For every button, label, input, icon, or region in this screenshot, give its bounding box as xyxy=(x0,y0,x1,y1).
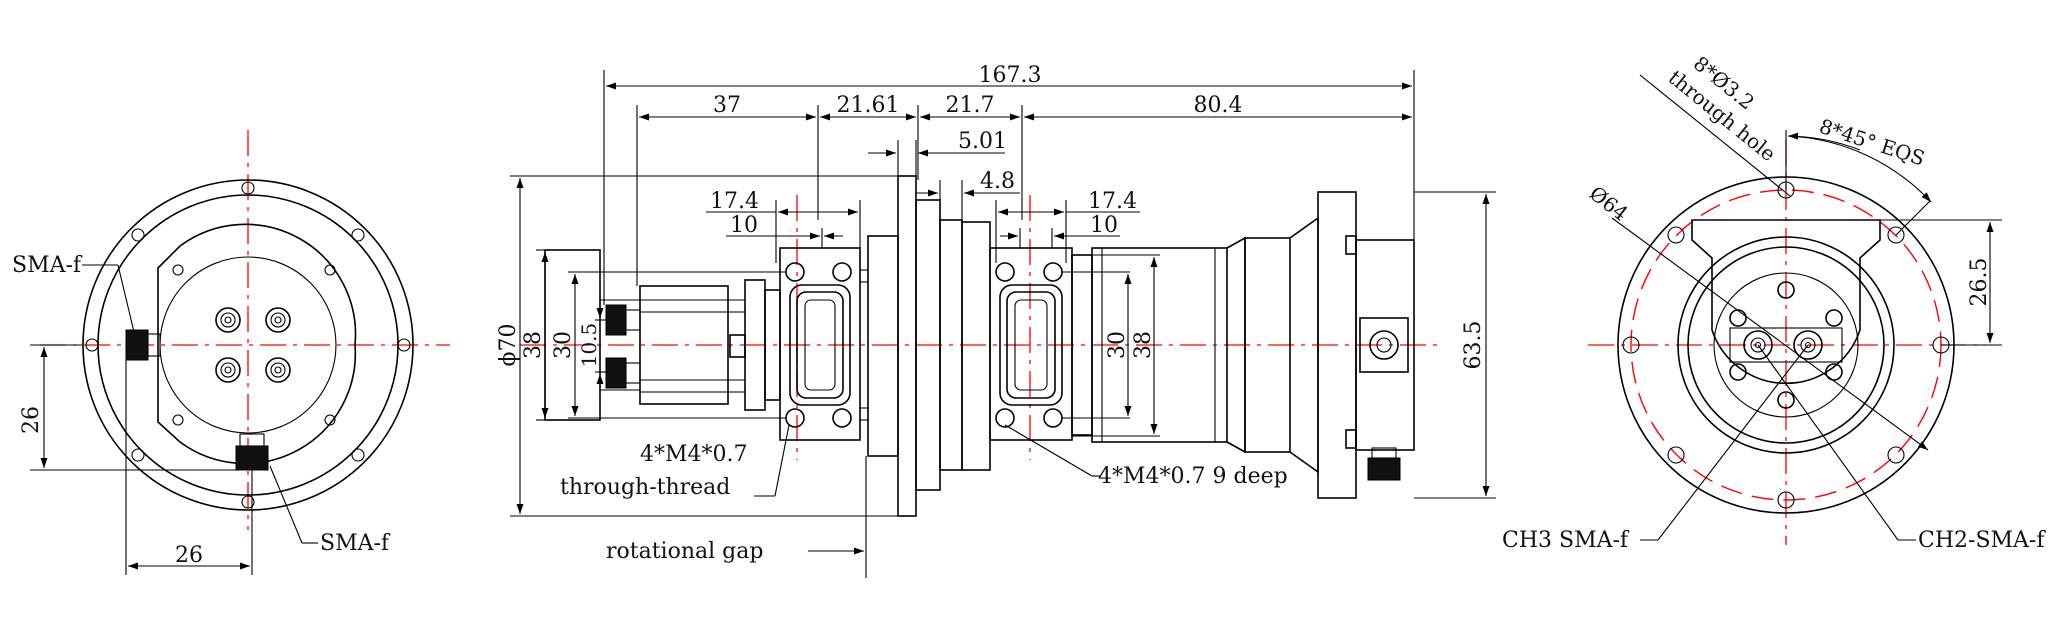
dimension-17-4-right: 17.4 10 xyxy=(995,189,1140,263)
leader-holes: 8*Ø3.2 through hole xyxy=(1639,51,1791,197)
dimension-phi70: ϕ70 xyxy=(496,175,898,517)
dim-horizontal-26-text: 26 xyxy=(175,543,203,568)
dim-vertical-26-text: 26 xyxy=(19,406,44,434)
dim-38-left-text: 38 xyxy=(521,331,546,359)
dimension-5-01: 5.01 xyxy=(868,129,1007,176)
dimension-63-5: 63.5 xyxy=(1414,191,1496,499)
channel-leaders: CH3 SMA-f CH2-SMA-f xyxy=(1502,344,2046,553)
dimension-horizontal-26: 26 xyxy=(125,360,253,575)
dim-10-5-text: 10.5 xyxy=(577,323,601,368)
note-thread-2: through-thread xyxy=(560,475,730,500)
dim-26-5-text: 26.5 xyxy=(1967,258,1992,307)
dim-phi70-text: ϕ70 xyxy=(496,324,521,367)
note-rotational-gap: rotational gap xyxy=(606,539,763,564)
note-thread-deep: 4*M4*0.7 9 deep xyxy=(1098,464,1288,489)
ch2-label: CH2-SMA-f xyxy=(1918,528,2046,553)
right-sma-connector xyxy=(1367,447,1401,481)
dim-30-left-text: 30 xyxy=(551,331,576,359)
note-thread-1: 4*M4*0.7 xyxy=(640,442,748,467)
dimension-167-3: 167.3 xyxy=(603,63,1415,305)
dim-38-right-text: 38 xyxy=(1131,331,1156,359)
left-end-view: SMA-f SMA-f 26 26 xyxy=(12,130,450,575)
dim-21-61-text: 21.61 xyxy=(837,93,900,118)
dim-4-8-text: 4.8 xyxy=(980,169,1015,194)
dimension-26-5: 26.5 xyxy=(1880,219,2002,346)
mounting-holes xyxy=(85,181,411,509)
dim-17-4-left-text: 17.4 xyxy=(710,189,759,214)
left-sma-pair xyxy=(605,304,641,389)
dimension-vertical-26: 26 xyxy=(19,344,236,471)
angle-dimension: 8*45° EQS xyxy=(1785,114,1932,236)
diameter-dimension: Ø64 xyxy=(1585,181,1929,451)
angle-label: 8*45° EQS xyxy=(1816,114,1927,171)
dim-21-7-text: 21.7 xyxy=(946,93,995,118)
dim-17-4-right-text: 17.4 xyxy=(1088,189,1137,214)
dim-63-5-text: 63.5 xyxy=(1461,321,1486,370)
dimension-10-5: 10.5 xyxy=(577,296,606,396)
dimension-30-left: 30 xyxy=(551,271,786,419)
dimension-4-8: 4.8 xyxy=(915,169,1020,220)
inner-holes xyxy=(1729,281,1843,409)
dimension-38-left: 38 xyxy=(521,249,549,421)
dia-label: Ø64 xyxy=(1585,181,1633,226)
dim-30-right-text: 30 xyxy=(1105,331,1130,359)
side-view: 167.3 37 21.61 21.7 80.4 5.01 xyxy=(496,63,1496,578)
sma-connector-bottom xyxy=(235,433,269,471)
dimension-30-38-right: 30 38 xyxy=(1062,254,1160,437)
dim-167-3-text: 167.3 xyxy=(979,63,1042,88)
dim-37-text: 37 xyxy=(713,93,741,118)
ch-connectors xyxy=(1729,327,1843,363)
ch3-label: CH3 SMA-f xyxy=(1502,528,1630,553)
right-end-view: 8*Ø3.2 through hole 8*45° EQS Ø64 26.5 C… xyxy=(1502,51,2046,553)
dimension-row-2: 37 21.61 21.7 80.4 xyxy=(636,93,1412,286)
sma-label-bottom: SMA-f xyxy=(320,531,391,556)
flange-right xyxy=(989,247,1073,441)
sma-label-top: SMA-f xyxy=(12,253,83,278)
dim-10-right-text: 10 xyxy=(1090,213,1118,238)
dim-5-01-text: 5.01 xyxy=(958,129,1007,154)
dimension-17-4-left: 17.4 10 xyxy=(706,189,861,263)
sma-connector-left xyxy=(125,329,161,361)
dim-10-left-text: 10 xyxy=(730,213,758,238)
coax-contacts xyxy=(215,307,291,383)
dim-80-4-text: 80.4 xyxy=(1194,93,1243,118)
flange-left xyxy=(779,247,869,441)
